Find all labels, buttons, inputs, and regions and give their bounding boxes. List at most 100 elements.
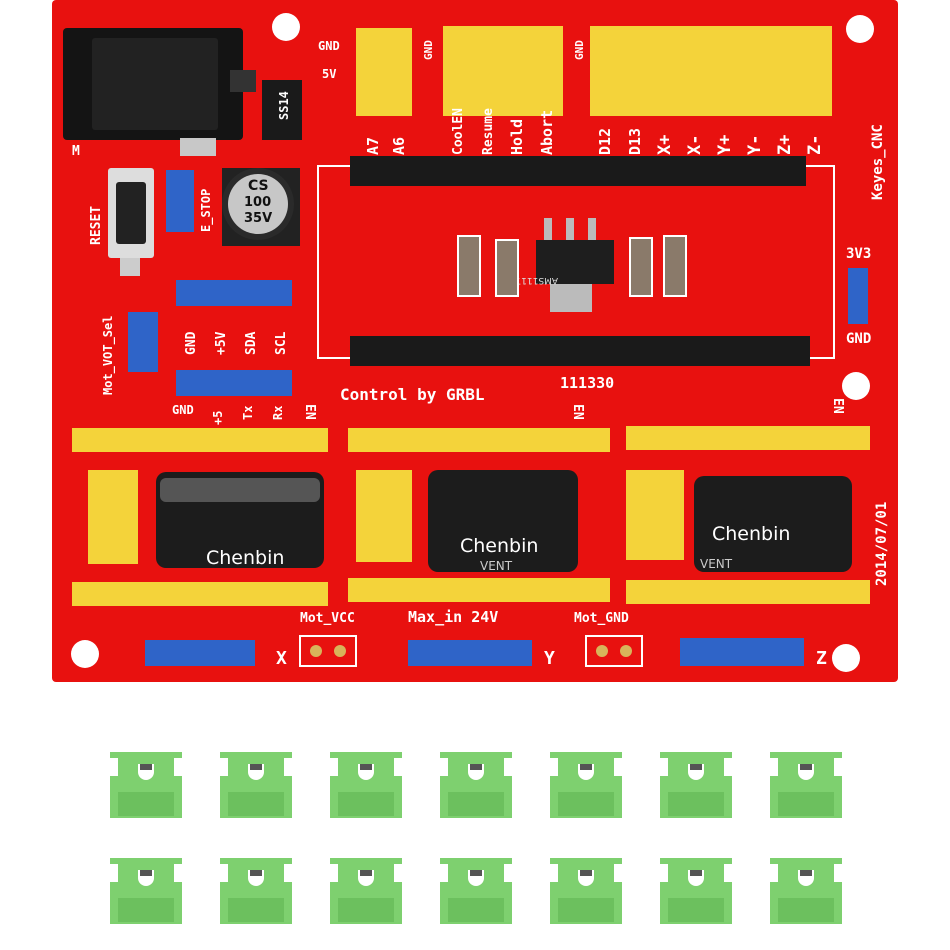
pin-label: Rx	[271, 406, 285, 420]
control-label: Control by GRBL	[340, 385, 485, 404]
pin-label: SDA	[244, 331, 259, 355]
y-axis-label: Y	[544, 648, 555, 669]
pin-label: Resume	[481, 108, 496, 155]
i2c-header	[176, 280, 292, 306]
jumper-cap	[770, 752, 842, 818]
gnd-label: GND	[318, 39, 340, 53]
jumper-caps	[110, 752, 842, 924]
z-motor-header	[680, 638, 804, 666]
mot-sel-label: Mot_VOT_Sel	[101, 316, 116, 395]
capacitor-brand: Chenbin	[206, 547, 284, 569]
en-label: EN	[830, 398, 845, 414]
pin-label: Y+	[715, 135, 735, 155]
control-header	[443, 26, 563, 116]
y-motor-header	[408, 640, 532, 666]
mounting-hole	[832, 644, 860, 672]
smd-component	[495, 239, 519, 297]
nano-socket-top	[350, 156, 806, 186]
gnd-label: GND	[573, 40, 586, 60]
left-edge-label: M	[72, 144, 80, 159]
uart-header	[176, 370, 292, 396]
reset-button	[108, 168, 154, 276]
cap-label-line2: 100	[244, 195, 271, 210]
stepper-driver-z: Chenbin VENT	[626, 426, 870, 604]
capacitor-brand: Chenbin	[712, 523, 790, 545]
regulator-label: AMS1117	[515, 275, 558, 285]
smd-component	[663, 235, 687, 297]
brand-label: Keyes_CNC	[870, 124, 886, 200]
pin-label: CoolEN	[451, 108, 466, 155]
jumper-cap	[110, 858, 182, 924]
i2c-labels: GND +5V SDA SCL	[184, 331, 289, 355]
mot-gnd-label: Mot_GND	[574, 611, 629, 626]
mot-vcc-label: Mot_VCC	[300, 611, 355, 626]
jumper-cap	[440, 858, 512, 924]
pin-label: X+	[655, 135, 675, 155]
jumper-cap	[220, 858, 292, 924]
mot-gnd-terminal	[585, 635, 643, 667]
pin-label: SCL	[274, 331, 289, 355]
mounting-hole	[272, 13, 300, 41]
mot-sel-header	[128, 312, 158, 372]
capacitor-vent: VENT	[480, 559, 513, 573]
mounting-hole	[842, 372, 870, 400]
jumper-cap	[330, 858, 402, 924]
pin-label: D13	[626, 128, 644, 155]
pin-label: +5V	[214, 331, 229, 355]
nano-socket-bottom	[350, 336, 810, 366]
mounting-hole	[846, 15, 874, 43]
mounting-hole	[71, 640, 99, 668]
5v-label: 5V	[322, 67, 336, 81]
jumper-cap	[550, 858, 622, 924]
3v3-label: 3V3	[846, 246, 871, 262]
x-motor-header	[145, 640, 255, 666]
board-code: 111330	[560, 374, 614, 392]
limit-header	[590, 26, 832, 116]
gnd-label: GND	[422, 40, 435, 60]
gnd-label: GND	[846, 331, 871, 347]
estop-header	[166, 170, 194, 232]
pin-label: GND	[172, 403, 194, 417]
pin-label: Hold	[508, 119, 526, 155]
jumper-cap	[220, 752, 292, 818]
pin-label: Tx	[241, 406, 255, 420]
pin-label: A7	[364, 137, 382, 155]
jumper-cap	[110, 752, 182, 818]
jumper-cap	[330, 752, 402, 818]
cap-label-line1: CS	[248, 178, 269, 194]
capacitor-brand: Chenbin	[460, 535, 538, 557]
pin-label: D12	[596, 128, 614, 155]
cap-label-line3: 35V	[244, 211, 272, 226]
top-pin-labels: A7 A6 CoolEN Resume Hold Abort D12 D13 X…	[364, 108, 825, 155]
dc-barrel-jack	[63, 28, 256, 156]
jumper-cap	[440, 752, 512, 818]
electrolytic-capacitor: CS 100 35V	[222, 168, 300, 246]
x-axis-label: X	[276, 648, 287, 669]
3v3-header	[848, 268, 868, 324]
pin-label: Y-	[745, 135, 765, 155]
mot-vcc-terminal	[299, 635, 357, 667]
smd-component	[457, 235, 481, 297]
smd-component	[629, 237, 653, 297]
pin-label: +5	[211, 411, 225, 425]
voltage-regulator: AMS1117	[515, 218, 614, 312]
pin-label: GND	[184, 331, 199, 355]
pin-label: Abort	[538, 110, 556, 155]
en-label: EN	[570, 404, 585, 420]
analog-header	[356, 28, 412, 116]
cnc-shield-board: SS14 RESET M E_STOP CS 100 35V GND 5V GN…	[52, 0, 898, 682]
pin-label: X-	[685, 135, 705, 155]
en-label: EN	[302, 404, 317, 420]
max-in-label: Max_in 24V	[408, 608, 498, 626]
pin-label: A6	[390, 137, 408, 155]
diode: SS14	[262, 80, 302, 140]
capacitor-vent: VENT	[700, 557, 733, 571]
pin-label: Z+	[775, 135, 795, 155]
stepper-driver-y: Chenbin VENT	[348, 428, 610, 602]
pin-label: Z-	[805, 135, 825, 155]
jumper-cap	[770, 858, 842, 924]
jumper-cap	[660, 858, 732, 924]
estop-label: E_STOP	[199, 189, 214, 232]
jumper-cap	[550, 752, 622, 818]
